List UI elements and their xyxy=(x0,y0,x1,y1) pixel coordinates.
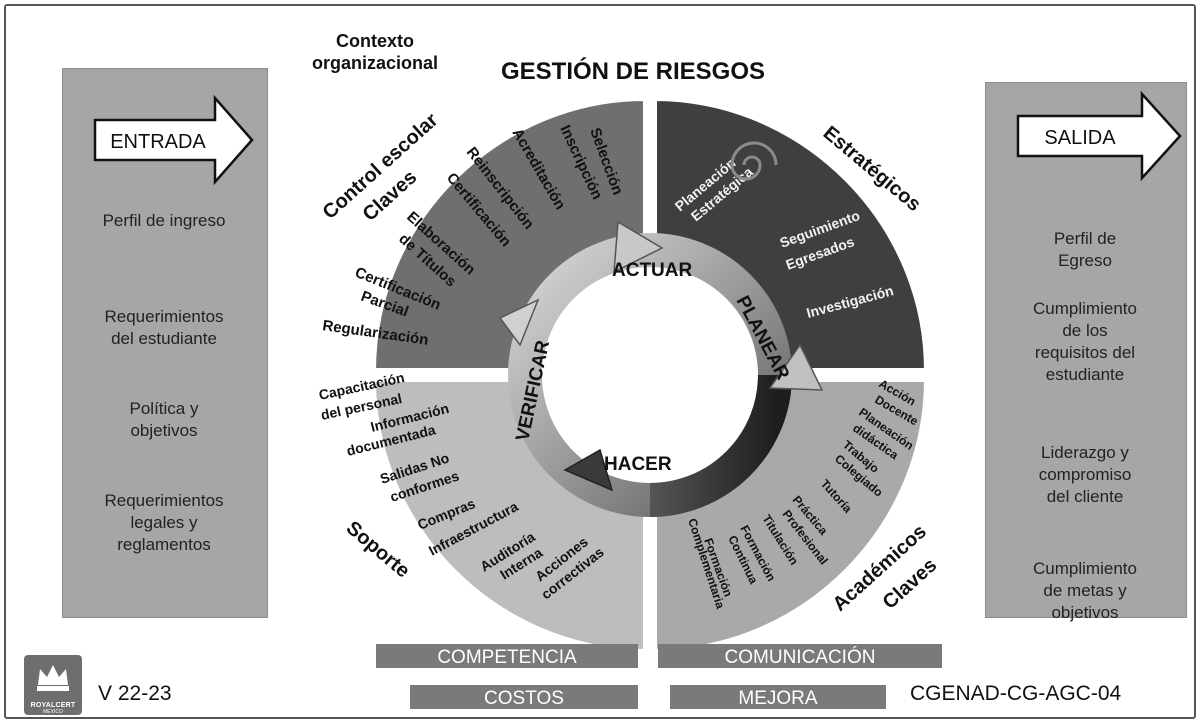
comunicacion-bar xyxy=(658,644,942,668)
actuar-arrowhead xyxy=(613,220,664,274)
salida-item-2: Cumplimiento de los requisitos del estud… xyxy=(1033,299,1137,384)
mejora-bar xyxy=(670,685,886,709)
hacer-label: HACER xyxy=(604,454,672,475)
cycle-center xyxy=(510,235,790,515)
costos-bar xyxy=(410,685,638,709)
planear-arrowhead xyxy=(768,343,824,391)
verificar-arrowhead xyxy=(498,298,540,347)
salida-arrow: SALIDA xyxy=(1016,90,1182,182)
logo-subtext: MÉXICO xyxy=(43,709,63,715)
costos-label: COSTOS xyxy=(484,688,564,709)
entrada-item-1: Perfil de ingreso xyxy=(102,211,226,230)
salida-label: SALIDA xyxy=(1044,127,1116,149)
entrada-item-2: Requerimientos del estudiante xyxy=(104,307,224,348)
salida-item-4: Cumplimiento de metas y objetivos xyxy=(1033,559,1137,622)
context-title: Contexto organizacional xyxy=(311,31,439,73)
soporte-title: Soporte xyxy=(342,517,414,582)
comunicacion-label: COMUNICACIÓN xyxy=(725,646,876,668)
salida-item-3: Liderazgo y compromiso del cliente xyxy=(1038,443,1132,506)
entrada-arrow: ENTRADA xyxy=(93,94,254,186)
hacer-arrowhead xyxy=(563,448,614,492)
entrada-item-3: Política y objetivos xyxy=(129,399,199,440)
page-title: GESTIÓN DE RIESGOS xyxy=(500,58,766,85)
entrada-label: ENTRADA xyxy=(110,131,206,153)
outer-frame xyxy=(4,4,1196,719)
competencia-label: COMPETENCIA xyxy=(437,647,577,668)
competencia-bar xyxy=(376,644,638,668)
document-code: CGENAD-CG-AGC-04 xyxy=(910,682,1122,705)
royalcert-logo: ROYALCERT MÉXICO xyxy=(24,655,82,715)
salida-item-1: Perfil de Egreso xyxy=(1053,229,1117,270)
mejora-label: MEJORA xyxy=(738,688,818,709)
logo-text: ROYALCERT xyxy=(30,702,76,709)
entrada-item-4: Requerimientos legales y reglamentos xyxy=(104,491,224,554)
spiral-decoration xyxy=(730,141,778,181)
crown-icon xyxy=(37,665,69,691)
version-label: V 22-23 xyxy=(98,682,172,705)
salida-panel xyxy=(985,82,1187,618)
actuar-label: ACTUAR xyxy=(612,260,692,281)
